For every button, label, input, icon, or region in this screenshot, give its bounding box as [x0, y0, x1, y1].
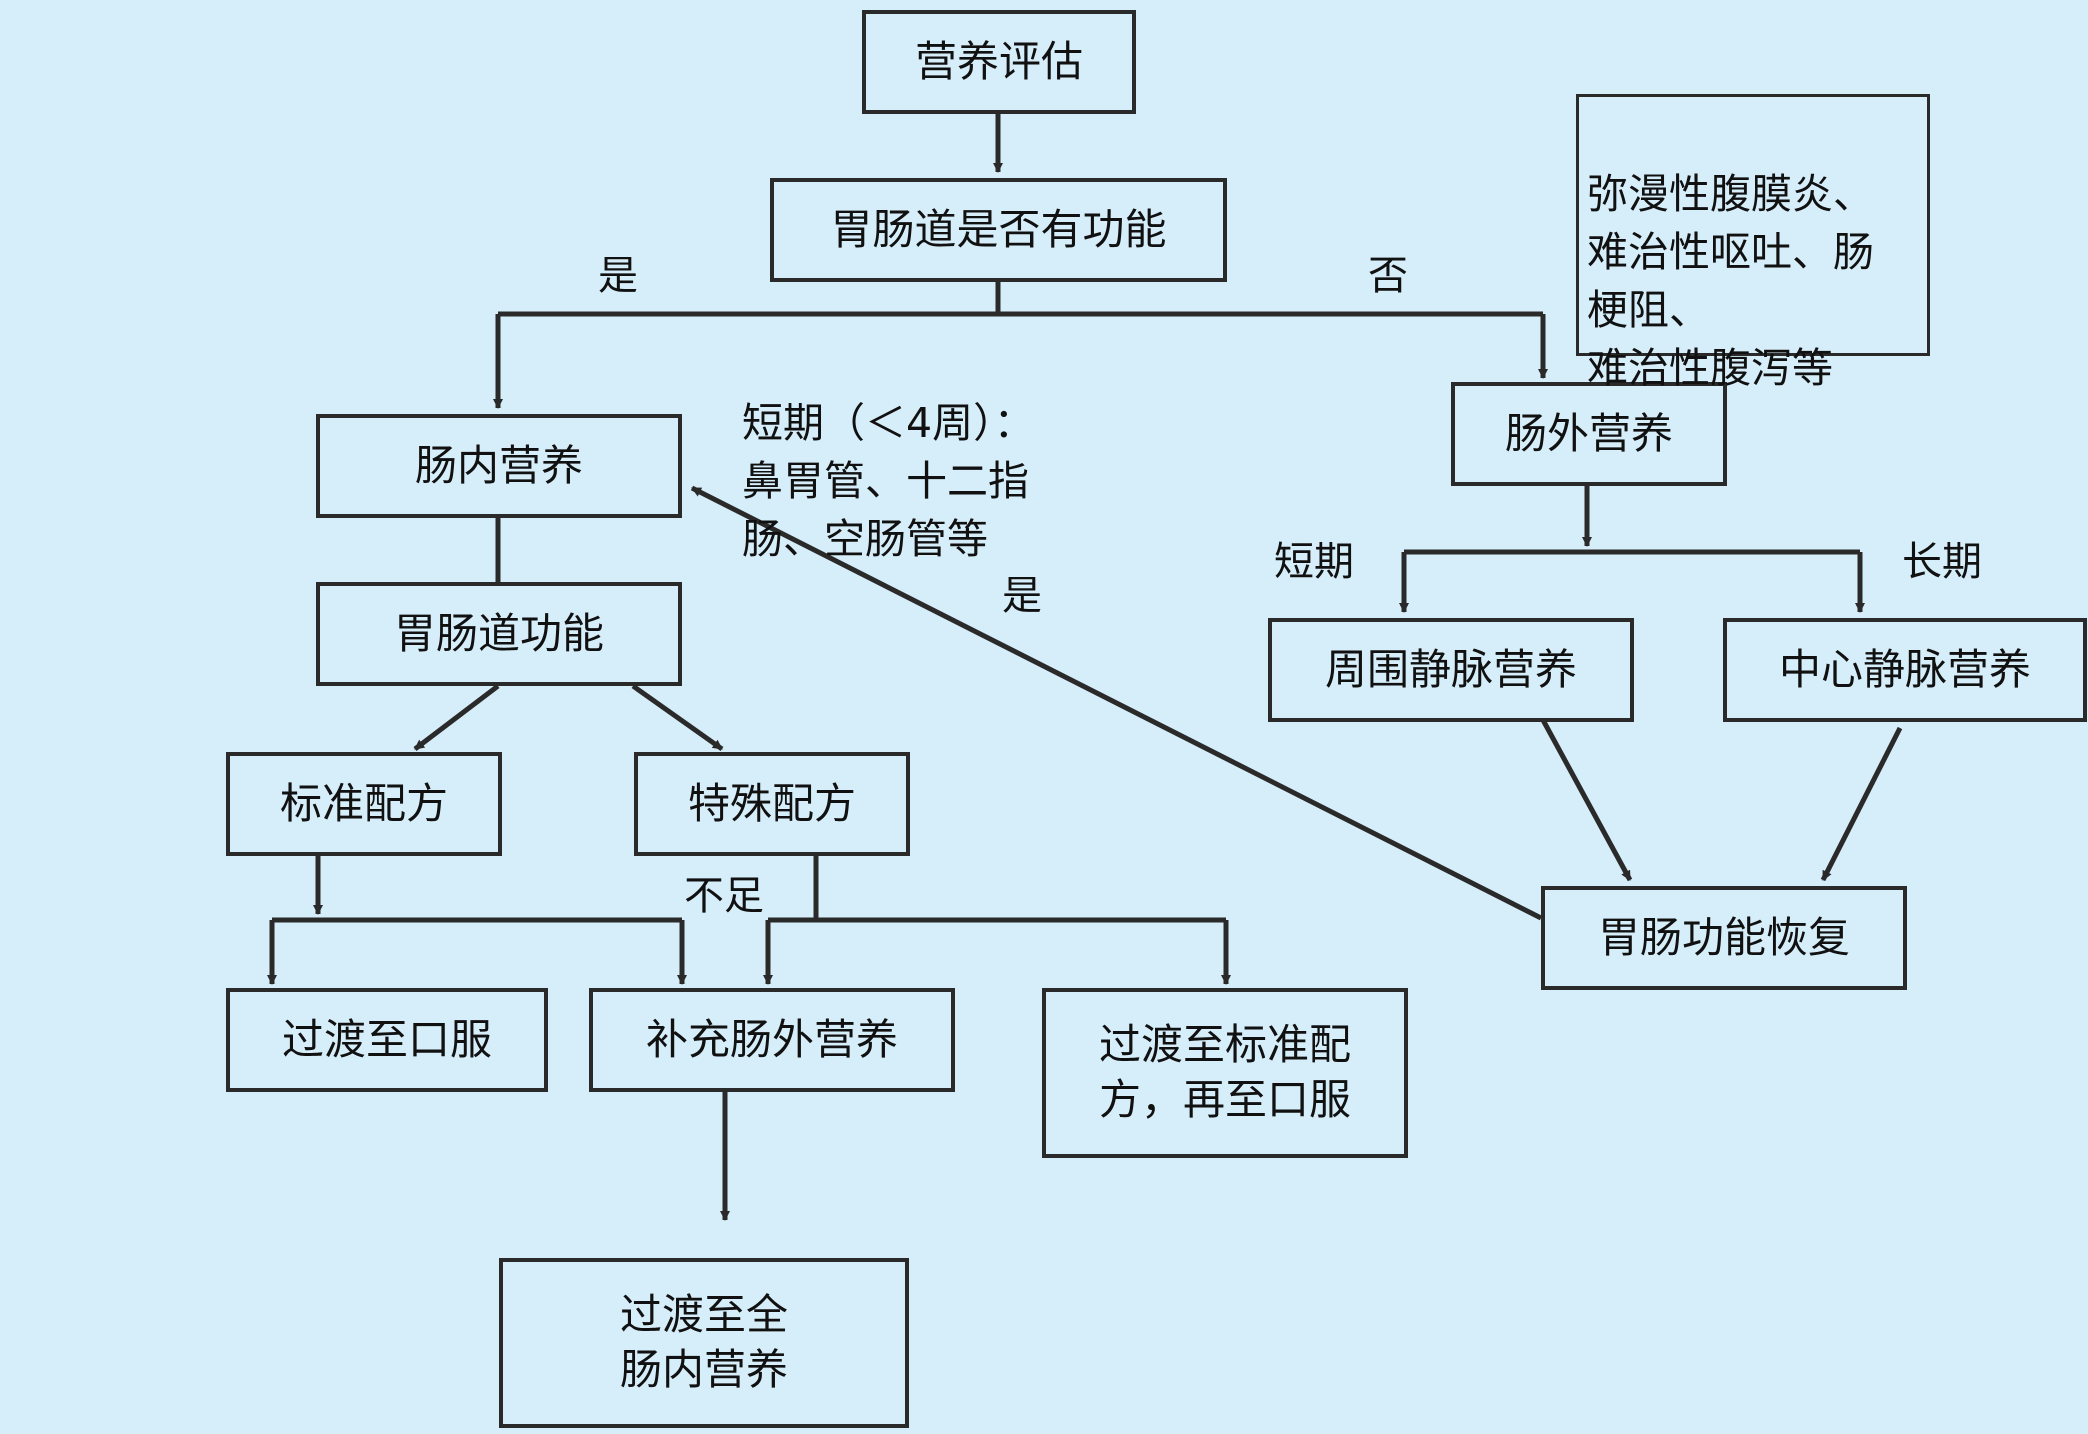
- node-peripheral-venous-nutrition: 周围静脉营养: [1268, 618, 1634, 722]
- node-label: 过渡至全 肠内营养: [619, 1290, 788, 1394]
- node-label: 补充肠外营养: [645, 1014, 898, 1064]
- node-label: 胃肠道功能: [393, 608, 604, 658]
- node-label: 胃肠功能恢复: [1597, 912, 1850, 962]
- node-label: 肠外营养: [1504, 408, 1673, 458]
- arrow-central-to-recovery: [1820, 726, 1903, 882]
- arrow-peripheral-to-recovery: [1540, 718, 1633, 882]
- node-label: 胃肠道是否有功能: [830, 204, 1167, 254]
- node-enteral-nutrition: 肠内营养: [316, 414, 682, 518]
- node-label: 过渡至口服: [281, 1014, 492, 1064]
- node-nutrition-assessment: 营养评估: [862, 10, 1136, 114]
- node-label: 营养评估: [914, 36, 1083, 86]
- label-yes-left: 是: [598, 253, 638, 299]
- node-gi-function-question: 胃肠道是否有功能: [770, 178, 1227, 282]
- short-term-tubes-note: 短期（＜4周）： 鼻胃管、十二指 肠、空肠管等: [742, 336, 1035, 568]
- node-transition-to-oral: 过渡至口服: [226, 988, 548, 1092]
- node-special-formula: 特殊配方: [634, 752, 910, 856]
- node-label: 周围静脉营养: [1324, 644, 1577, 694]
- node-parenteral-nutrition: 肠外营养: [1451, 382, 1727, 486]
- label-yes-return: 是: [1002, 573, 1042, 619]
- note-text: 短期（＜4周）： 鼻胃管、十二指 肠、空肠管等: [742, 399, 1035, 563]
- label-short-term: 短期: [1274, 539, 1354, 585]
- node-transition-to-full-enteral: 过渡至全 肠内营养: [499, 1258, 909, 1428]
- node-label: 中心静脉营养: [1778, 644, 2031, 694]
- node-label: 肠内营养: [414, 440, 583, 490]
- label-no-right: 否: [1368, 253, 1408, 299]
- node-transition-to-standard-then-oral: 过渡至标准配 方，再至口服: [1042, 988, 1408, 1158]
- node-label: 过渡至标准配 方，再至口服: [1098, 1020, 1351, 1124]
- node-supplement-parenteral: 补充肠外营养: [589, 988, 955, 1092]
- arrow-to-special: [631, 683, 724, 752]
- label-long-term: 长期: [1902, 539, 1982, 585]
- note-text: 弥漫性腹膜炎、 难治性呕吐、肠 梗阻、 难治性腹泻等: [1587, 170, 1874, 392]
- node-central-venous-nutrition: 中心静脉营养: [1723, 618, 2087, 722]
- arrow-recovery-to-enteral: [690, 485, 1543, 921]
- arrow-to-standard: [413, 684, 500, 751]
- node-gi-function-recovery: 胃肠功能恢复: [1541, 886, 1907, 990]
- contraindications-note: 弥漫性腹膜炎、 难治性呕吐、肠 梗阻、 难治性腹泻等: [1576, 94, 1930, 392]
- node-standard-formula: 标准配方: [226, 752, 502, 856]
- node-gi-function: 胃肠道功能: [316, 582, 682, 686]
- node-label: 特殊配方: [687, 778, 856, 828]
- label-insufficient: 不足: [684, 873, 764, 919]
- node-label: 标准配方: [279, 778, 448, 828]
